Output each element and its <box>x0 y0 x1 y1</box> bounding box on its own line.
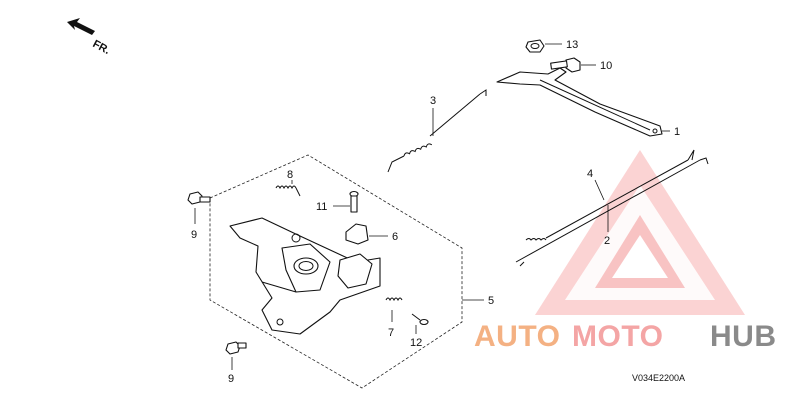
callout-13: 13 <box>566 39 578 51</box>
spring-8 <box>275 185 301 197</box>
callout-11: 11 <box>316 201 327 213</box>
callout-6: 6 <box>392 231 398 243</box>
assembly-outline-box <box>209 154 463 389</box>
diagram-code: V034E2200A <box>632 373 685 383</box>
callout-12: 12 <box>410 337 422 349</box>
governor-rod-spring <box>387 89 487 173</box>
watermark-moto: MOTO <box>572 320 663 353</box>
flange-bolt-lower <box>225 341 247 355</box>
callout-3: 3 <box>430 95 436 107</box>
screw-11 <box>349 190 359 213</box>
callout-1: 1 <box>674 126 680 138</box>
front-direction-label: FR. <box>91 38 112 57</box>
watermark-auto: AUTO <box>474 320 560 353</box>
callout-7: 7 <box>388 327 394 339</box>
callout-4: 4 <box>587 168 593 180</box>
screw-12 <box>411 313 429 326</box>
watermark-hub: HUB <box>710 320 777 353</box>
watermark-text: AUTO MOTO HUB <box>474 320 777 353</box>
callout-5: 5 <box>488 295 494 307</box>
callout-9-lower: 9 <box>228 373 234 385</box>
bolt-10 <box>550 57 581 73</box>
control-base-plate <box>229 217 381 335</box>
front-direction-arrow-icon <box>67 18 95 35</box>
callout-10: 10 <box>600 60 612 72</box>
callout-8: 8 <box>287 169 293 181</box>
flange-bolt-upper <box>187 191 211 205</box>
watermark-logo <box>535 150 745 315</box>
cable-clip <box>345 223 369 245</box>
choke-rod-spring <box>525 149 695 241</box>
control-lever <box>496 67 663 137</box>
spring-7 <box>385 297 403 302</box>
flange-nut <box>525 39 545 53</box>
callout-2: 2 <box>604 235 610 247</box>
callout-9-upper: 9 <box>191 229 197 241</box>
